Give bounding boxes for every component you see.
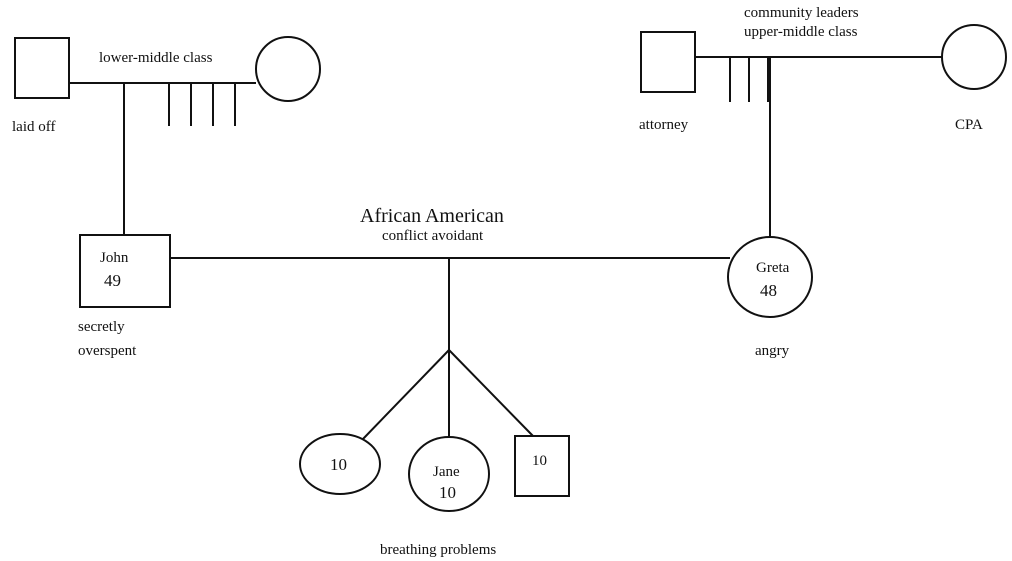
john-note-line2: overspent (78, 343, 137, 359)
maternal-grandfather-square (640, 31, 696, 93)
child-boy-age: 10 (532, 453, 547, 469)
greta-note: angry (755, 343, 790, 359)
maternal-grandfather-note: attorney (639, 117, 689, 133)
greta-circle (727, 236, 813, 318)
john-note-line1: secretly (78, 319, 125, 335)
john-name: John (100, 250, 129, 266)
maternal-grandmother-note: CPA (955, 117, 983, 133)
ethnicity-label: African American (360, 205, 504, 227)
child-girl-circle (299, 433, 381, 495)
maternal-class-label-line1: community leaders (744, 5, 859, 21)
paternal-grandfather-note: laid off (12, 119, 55, 135)
greta-age: 48 (760, 281, 777, 300)
maternal-class-label-line2: upper-middle class (744, 24, 858, 40)
paternal-grandmother-circle (255, 36, 321, 102)
child-girl-age: 10 (330, 455, 347, 474)
child-boy-square (514, 435, 570, 497)
maternal-conflict-tallies (729, 57, 769, 102)
greta-name: Greta (756, 260, 790, 276)
john-square (79, 234, 171, 308)
child-left-branch (361, 349, 450, 441)
child-right-branch (448, 349, 534, 437)
paternal-class-label: lower-middle class (99, 50, 213, 66)
maternal-grandmother-circle (941, 24, 1007, 90)
family-pattern-label: conflict avoidant (382, 228, 484, 244)
jane-name: Jane (433, 464, 460, 480)
paternal-grandfather-square (14, 37, 70, 99)
paternal-conflict-tallies (168, 83, 236, 126)
john-age: 49 (104, 271, 121, 290)
jane-note: breathing problems (380, 542, 496, 558)
jane-circle (408, 436, 490, 512)
jane-age: 10 (439, 483, 456, 502)
